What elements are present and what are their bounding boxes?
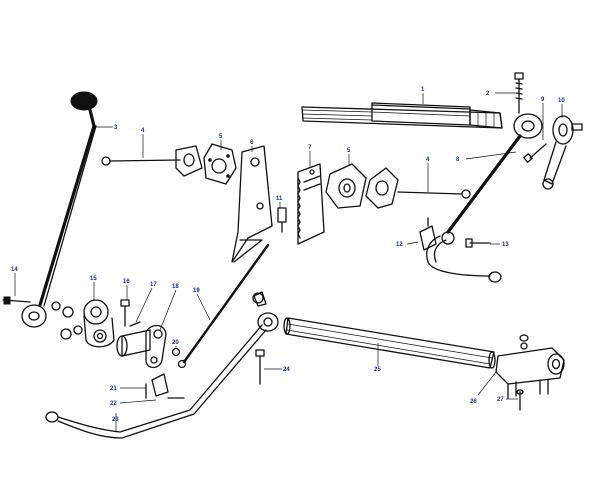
part-rod-right — [365, 167, 471, 209]
part-rod-left — [101, 145, 203, 177]
part-plate — [231, 145, 273, 263]
part-pin-13 — [465, 238, 491, 248]
part-pin-17 — [129, 321, 141, 327]
part-toothed-plate — [297, 163, 325, 245]
part-rod-19 — [177, 243, 270, 369]
part-boss-left — [83, 299, 115, 348]
label-16: 16 — [123, 279, 130, 285]
label-19: 19 — [193, 288, 200, 294]
part-lever-18 — [116, 324, 167, 369]
part-flange-left — [203, 143, 237, 185]
label-3: 3 — [114, 125, 118, 131]
label-23: 23 — [112, 417, 119, 423]
part-boss-right — [325, 163, 367, 209]
label-18: 18 — [172, 284, 179, 290]
part-shaft-lower — [283, 317, 496, 369]
label-22: 22 — [110, 401, 117, 407]
label-21: 21 — [110, 386, 117, 392]
part-bolt-top — [514, 72, 524, 114]
label-6: 6 — [250, 140, 254, 146]
part-fork-bracket — [495, 342, 565, 399]
part-shaft-upper — [301, 102, 503, 129]
label-7: 7 — [308, 145, 312, 151]
label-9: 9 — [541, 97, 545, 103]
part-link-21-22 — [145, 373, 185, 399]
label-26: 26 — [470, 399, 477, 405]
label-15: 15 — [90, 276, 97, 282]
label-17: 17 — [150, 282, 157, 288]
label-27: 27 — [497, 397, 504, 403]
part-washers-left — [51, 301, 83, 340]
label-5-left: 5 — [219, 134, 223, 140]
part-washer-20 — [171, 347, 181, 357]
label-13: 13 — [502, 242, 509, 248]
callout-labels: 1 2 3 4 4 5 5 6 7 8 9 10 11 12 13 14 15 … — [11, 87, 565, 423]
label-10: 10 — [558, 98, 565, 104]
part-pin-11 — [277, 207, 287, 233]
part-bolt-24 — [255, 349, 265, 385]
part-lever-right — [426, 113, 543, 283]
part-lower-rod — [45, 291, 279, 439]
part-bolt-27 — [516, 389, 524, 411]
label-12: 12 — [396, 242, 403, 248]
label-5-right: 5 — [347, 148, 351, 154]
part-nuts-misc — [252, 292, 529, 342]
label-20: 20 — [172, 340, 179, 346]
label-2: 2 — [486, 91, 490, 97]
label-4-right: 4 — [426, 157, 430, 163]
label-1: 1 — [421, 87, 425, 93]
label-4-left: 4 — [141, 128, 145, 134]
part-small-bolt — [523, 143, 547, 163]
label-11: 11 — [276, 196, 283, 202]
leader-lines — [14, 92, 563, 432]
part-pedal-left — [2, 91, 98, 328]
part-bell-crank — [542, 115, 583, 190]
label-8: 8 — [456, 157, 460, 163]
label-25: 25 — [374, 367, 381, 373]
label-14: 14 — [11, 267, 18, 273]
label-24: 24 — [283, 367, 290, 373]
part-bolt-16 — [120, 299, 130, 327]
part-clip-12 — [419, 217, 437, 251]
